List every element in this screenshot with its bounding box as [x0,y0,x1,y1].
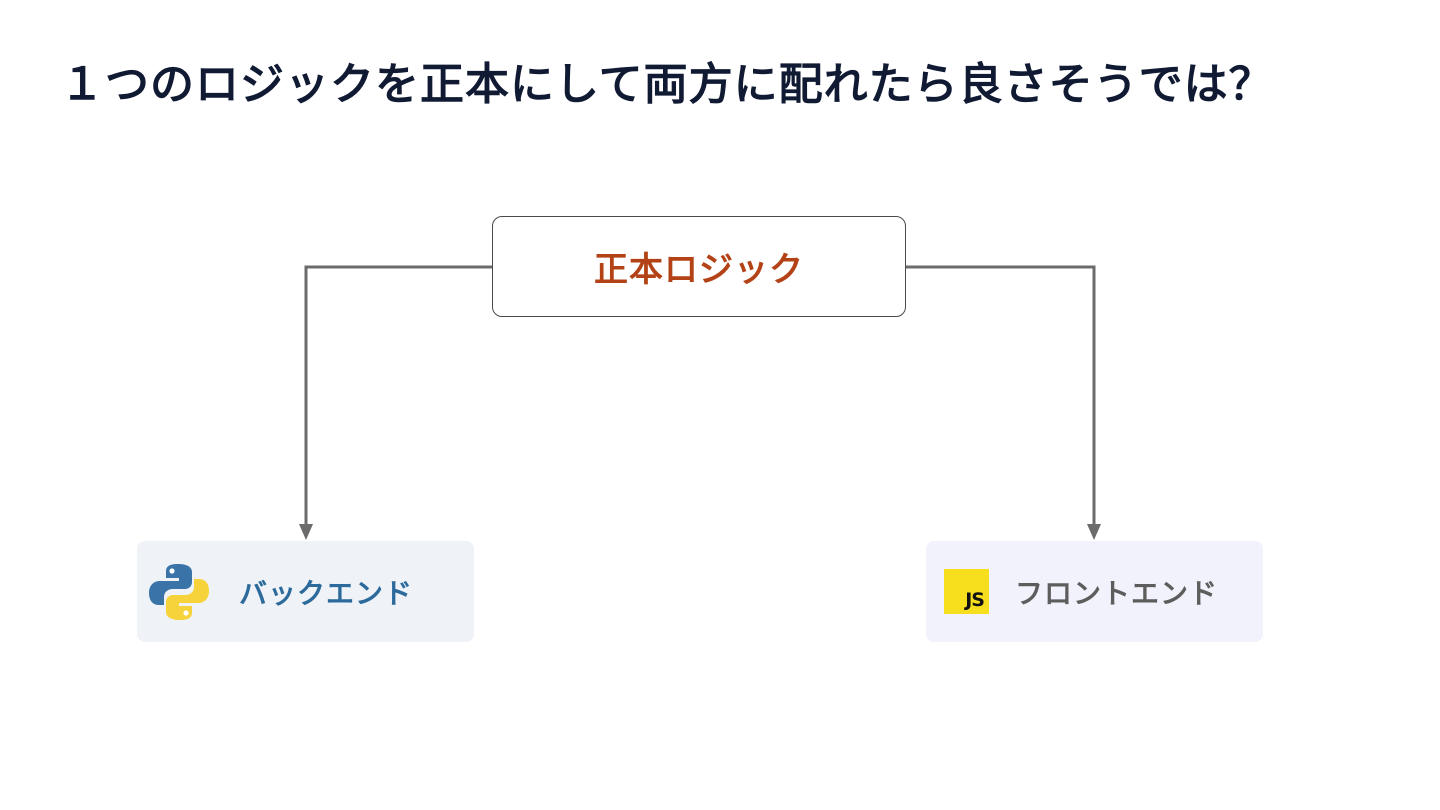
slide-title: １つのロジックを正本にして両方に配れたら良さそうでは？ [60,59,1274,110]
javascript-logo-icon: JS [944,569,989,614]
arrow-to-backend [299,524,313,540]
connector-to-frontend [906,265,1096,528]
frontend-label: フロントエンド [1015,576,1219,610]
backend-label: バックエンド [239,576,414,610]
connector-to-backend [304,265,492,528]
canonical-logic-label: 正本ロジック [594,250,804,290]
frontend-node: JS フロントエンド [926,541,1263,642]
arrow-to-frontend [1087,524,1101,540]
canonical-logic-box: 正本ロジック [492,216,906,317]
backend-node: バックエンド [137,541,474,642]
js-icon-text: JS [965,589,985,611]
python-logo-icon [149,563,209,620]
